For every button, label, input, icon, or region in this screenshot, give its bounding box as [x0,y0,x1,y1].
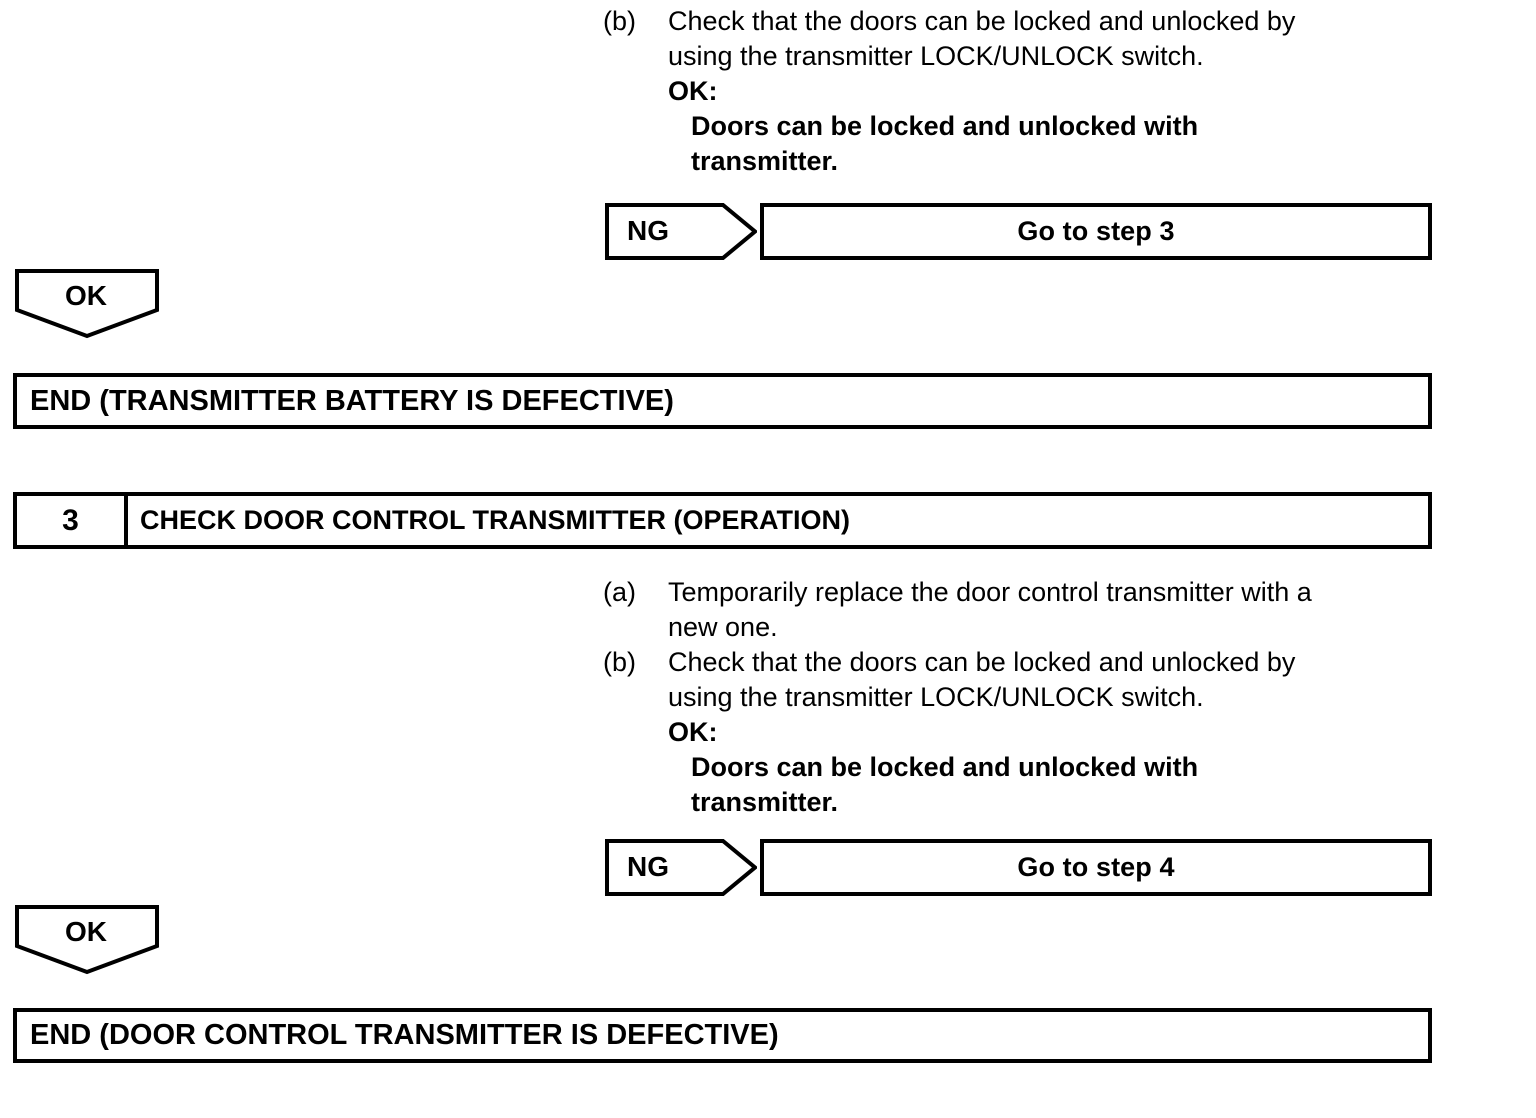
ng-pentagon-icon [605,203,757,260]
end-door-control-transmitter-label: END (DOOR CONTROL TRANSMITTER IS DEFECTI… [30,1019,779,1051]
instruction-line: Temporarily replace the door control tra… [668,577,1312,607]
end-transmitter-battery-box: END (TRANSMITTER BATTERY IS DEFECTIVE) [13,373,1432,429]
ok-pentagon-icon [15,905,159,975]
ng-flag-step2: NG [605,203,757,260]
end-door-control-transmitter-box: END (DOOR CONTROL TRANSMITTER IS DEFECTI… [13,1008,1432,1063]
ok-detail-line: transmitter. [691,787,839,817]
instruction-line: Check that the doors can be locked and u… [668,6,1296,36]
instruction-text: Temporarily replace the door control tra… [668,575,1403,645]
instruction-line: using the transmitter LOCK/UNLOCK switch… [668,41,1204,71]
instruction-line: Check that the doors can be locked and u… [668,647,1296,677]
ok-detail-line: Doors can be locked and unlocked with [691,752,1199,782]
instruction-item: (b) Check that the doors can be locked a… [603,4,1403,74]
ng-flag-label: NG [627,851,669,882]
ok-heading: OK: [668,76,718,106]
ok-heading: OK: [668,717,718,747]
ng-flag-step3: NG [605,839,757,896]
instruction-item: (a) Temporarily replace the door control… [603,575,1403,645]
step3-header: 3 CHECK DOOR CONTROL TRANSMITTER (OPERAT… [13,492,1432,549]
instruction-marker: (a) [603,577,636,607]
instruction-line: new one. [668,612,778,642]
step3-title: CHECK DOOR CONTROL TRANSMITTER (OPERATIO… [140,505,850,535]
goto-step3-box[interactable]: Go to step 3 [760,203,1432,260]
ok-flag-step3: OK [15,905,159,975]
instruction-item: (b) Check that the doors can be locked a… [603,645,1403,715]
step3-number: 3 [17,496,128,545]
ok-detail-line: Doors can be locked and unlocked with [691,111,1199,141]
instruction-line: using the transmitter LOCK/UNLOCK switch… [668,682,1204,712]
step3-instruction-block: (a) Temporarily replace the door control… [603,575,1403,820]
goto-step4-box[interactable]: Go to step 4 [760,839,1432,896]
instruction-marker: (b) [603,6,636,36]
goto-step4-label: Go to step 4 [1017,852,1175,882]
ok-flag-step2: OK [15,269,159,339]
step2-instruction-block: (b) Check that the doors can be locked a… [603,4,1403,179]
ok-detail-line: transmitter. [691,146,839,176]
instruction-marker: (b) [603,647,636,677]
instruction-text: Check that the doors can be locked and u… [668,4,1403,74]
ok-flag-label: OK [65,916,107,947]
ng-flag-label: NG [627,215,669,246]
instruction-text: Check that the doors can be locked and u… [668,645,1403,715]
goto-step3-label: Go to step 3 [1017,216,1175,246]
ng-pentagon-icon [605,839,757,896]
ok-pentagon-icon [15,269,159,339]
ok-flag-label: OK [65,280,107,311]
end-transmitter-battery-label: END (TRANSMITTER BATTERY IS DEFECTIVE) [30,384,674,417]
